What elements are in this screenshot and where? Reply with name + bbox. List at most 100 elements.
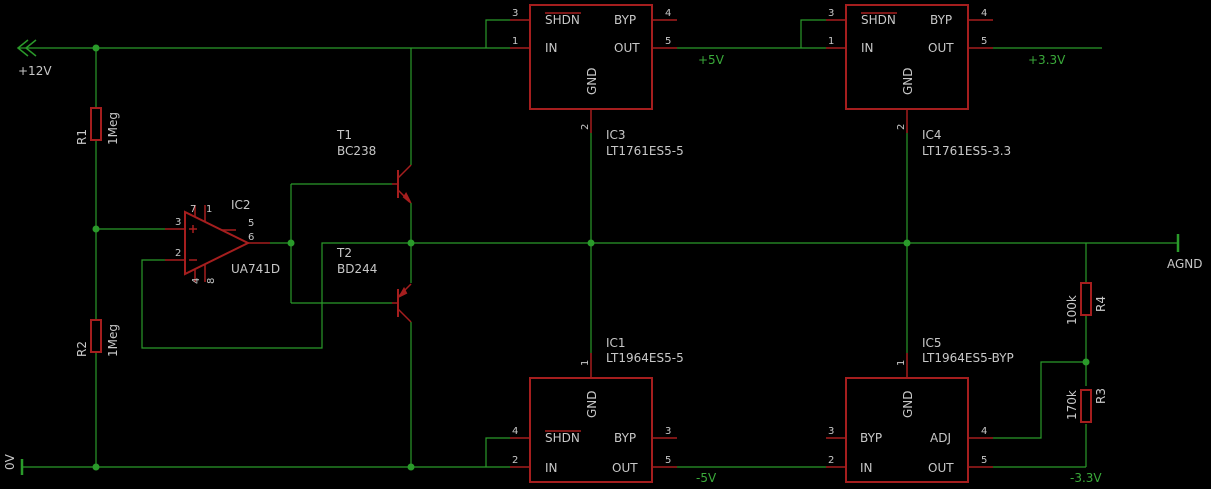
ic1-pin-shdn: SHDN (545, 431, 580, 445)
t2-name: T2 (336, 246, 352, 260)
ic1-pin-number: 3 (665, 426, 671, 437)
resistor-r2: R2 1Meg (75, 319, 120, 357)
opamp-pin-label: 7 (190, 204, 196, 215)
ic4-pin-in: IN (861, 41, 874, 55)
regulator-ic4: SHDN BYP IN OUT GND 3 1 4 5 2 IC4 LT1761… (826, 4, 1011, 158)
junction-dot (903, 239, 911, 247)
opamp-name: IC2 (231, 198, 251, 212)
r1-value: 1Meg (106, 112, 120, 145)
ic5-name: IC5 (922, 336, 942, 350)
resistor-r1: R1 1Meg (75, 107, 120, 145)
ic5-pin-number: 4 (981, 426, 987, 437)
ic3-pin-number: 1 (512, 36, 518, 47)
agnd-symbol: AGND (1167, 234, 1203, 271)
ic5-pin-number: 2 (828, 455, 834, 466)
ic1-pin-out: OUT (612, 461, 638, 475)
r4-value: 100k (1065, 295, 1079, 325)
ic3-pin-gnd: GND (585, 67, 599, 95)
regulator-ic1: SHDN BYP IN OUT GND 4 2 3 5 1 IC1 LT1964… (510, 336, 684, 483)
opamp-pin-label: 3 (175, 217, 181, 228)
net-label-plus12: +12V (18, 64, 52, 78)
net-label-agnd: AGND (1167, 257, 1203, 271)
ic5-pin-in: IN (860, 461, 873, 475)
junction-dot (407, 239, 415, 247)
ic1-pin-gnd: GND (585, 390, 599, 418)
ic3-name: IC3 (606, 128, 626, 142)
ic1-pin-byp: BYP (614, 431, 636, 445)
junctions (92, 44, 1090, 471)
t2-value: BD244 (337, 262, 377, 276)
ic4-pin-number: 1 (828, 36, 834, 47)
ic1-pin-number: 2 (512, 455, 518, 466)
junction-dot (287, 239, 295, 247)
ic5-pin-out: OUT (928, 461, 954, 475)
ic3-pin-number: 4 (665, 8, 671, 19)
r4-name: R4 (1094, 296, 1108, 312)
junction-dot (1082, 358, 1090, 366)
opamp-value: UA741D (231, 262, 280, 276)
t1-name: T1 (336, 128, 352, 142)
ic3-pin-out: OUT (614, 41, 640, 55)
ic4-pin-gnd: GND (901, 67, 915, 95)
ic3-pin-shdn: SHDN (545, 13, 580, 27)
ic3-pin-in: IN (545, 41, 558, 55)
ic3-value: LT1761ES5-5 (606, 144, 684, 158)
ic1-pin-in: IN (545, 461, 558, 475)
opamp-pin-label: 8 (206, 278, 217, 284)
ic4-pin-number: 3 (828, 8, 834, 19)
ic4-pin-out: OUT (928, 41, 954, 55)
net-label-zero: 0V (3, 453, 17, 470)
ic4-pin-number: 2 (896, 124, 907, 130)
junction-dot (587, 239, 595, 247)
ic1-pin-number: 4 (512, 426, 518, 437)
opamp-pin-label: 2 (175, 248, 181, 259)
ic4-pin-number: 5 (981, 36, 987, 47)
ic5-pin-number: 1 (896, 360, 907, 366)
transistor-t2: T2 BD244 (336, 246, 412, 323)
net-label-plus33: +3.3V (1028, 53, 1066, 67)
ic4-pin-byp: BYP (930, 13, 952, 27)
opamp-ic2: 3 2 7 1 5 6 4 8 IC2 UA741D (165, 198, 280, 284)
junction-dot (92, 463, 100, 471)
supply-zero-symbol: 0V (3, 453, 24, 475)
ic1-name: IC1 (606, 336, 626, 350)
ic1-pin-number: 1 (580, 360, 591, 366)
ic4-pin-shdn: SHDN (861, 13, 896, 27)
junction-dot (92, 44, 100, 52)
ic5-pin-byp: BYP (860, 431, 882, 445)
ic4-value: LT1761ES5-3.3 (922, 144, 1011, 158)
junction-dot (92, 225, 100, 233)
opamp-pin-label: 5 (248, 218, 254, 229)
supply-plus12-symbol: +12V (16, 39, 52, 78)
ic5-pin-gnd: GND (901, 390, 915, 418)
transistor-t1: T1 BC238 (336, 128, 412, 204)
ic3-pin-number: 2 (580, 124, 591, 130)
r2-value: 1Meg (106, 324, 120, 357)
regulator-ic5: BYP ADJ IN OUT GND 3 2 4 5 1 IC5 LT1964E… (826, 336, 1014, 483)
ic4-pin-number: 4 (981, 8, 987, 19)
ic4-name: IC4 (922, 128, 942, 142)
ic1-pin-number: 5 (665, 455, 671, 466)
net-label-plus5: +5V (698, 53, 725, 67)
ic3-pin-number: 5 (665, 36, 671, 47)
r3-value: 170k (1065, 390, 1079, 420)
ic5-value: LT1964ES5-BYP (922, 351, 1014, 365)
junction-dot (407, 463, 415, 471)
opamp-pin-label: 4 (191, 278, 202, 284)
ic5-pin-adj: ADJ (930, 431, 951, 445)
ic3-pin-number: 3 (512, 8, 518, 19)
opamp-pin-label: 1 (206, 204, 212, 215)
resistor-r4: 100k R4 (1065, 282, 1108, 325)
ic5-pin-number: 3 (828, 426, 834, 437)
net-label-minus33: -3.3V (1070, 471, 1102, 485)
ic1-value: LT1964ES5-5 (606, 351, 684, 365)
r1-name: R1 (75, 129, 89, 145)
ic3-pin-byp: BYP (614, 13, 636, 27)
resistor-r3: 170k R3 (1065, 388, 1108, 423)
t1-value: BC238 (337, 144, 376, 158)
r2-name: R2 (75, 341, 89, 357)
ic5-pin-number: 5 (981, 455, 987, 466)
net-label-minus5: -5V (696, 471, 717, 485)
regulator-ic3: SHDN BYP IN OUT GND 3 1 4 5 2 IC3 LT1761… (510, 4, 684, 158)
